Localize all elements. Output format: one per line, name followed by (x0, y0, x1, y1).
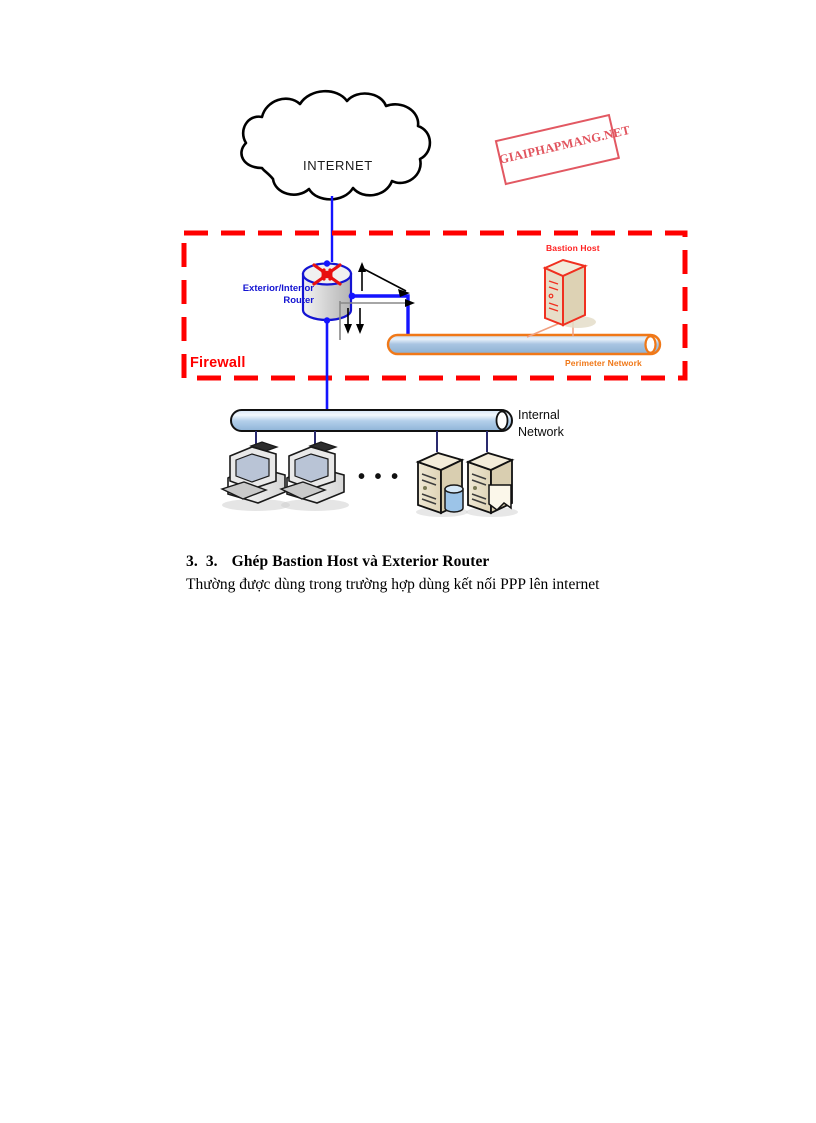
document-body: 3. 3. Ghép Bastion Host và Exterior Router… (186, 552, 746, 595)
server-tower-document-icon (465, 452, 518, 517)
bastion-host-icon (542, 258, 596, 328)
internal-network-bus (230, 409, 513, 432)
document-sheet-icon (488, 484, 512, 511)
perimeter-network-bus (386, 333, 662, 356)
more-hosts-ellipsis: • • • (358, 466, 401, 488)
heading-title: Ghép Bastion Host và Exterior Router (231, 553, 490, 570)
router-icon (301, 260, 353, 324)
link-router-perimeter (348, 292, 410, 340)
desktop-computer-icon (220, 441, 290, 511)
desktop-computer-icon (279, 441, 349, 511)
firewall-boundary (181, 230, 688, 381)
internal-network-label-line2: Network (518, 425, 564, 439)
section-heading: 3. 3. Ghép Bastion Host và Exterior Router (186, 552, 746, 572)
section-paragraph: Thường được dùng trong trường hợp dùng k… (186, 576, 600, 593)
router-label-line1: Exterior/Interior (242, 283, 314, 294)
database-cylinder-icon (444, 484, 464, 513)
internet-cloud-label: INTERNET (303, 158, 373, 173)
router-label-line2: Router (283, 294, 314, 306)
firewall-label: Firewall (190, 355, 246, 371)
internet-cloud-icon (240, 89, 432, 201)
link-grey-flow (339, 299, 415, 340)
internal-network-label: Internal Network (518, 407, 564, 441)
bastion-host-label: Bastion Host (546, 243, 600, 253)
traffic-flow-arrows (344, 262, 410, 334)
perimeter-network-label: Perimeter Network (565, 358, 642, 368)
diagram-canvas (181, 89, 688, 517)
server-tower-database-icon (415, 452, 468, 517)
internal-network-label-line1: Internal (518, 408, 560, 422)
router-label: Exterior/Interior Router (206, 283, 314, 306)
heading-number-inner: 3. (205, 553, 218, 570)
heading-number-outer: 3. (186, 553, 198, 570)
internal-host-drops (255, 431, 488, 455)
network-diagram-figure: INTERNET Exterior/Interior Router Firewa… (0, 0, 816, 540)
